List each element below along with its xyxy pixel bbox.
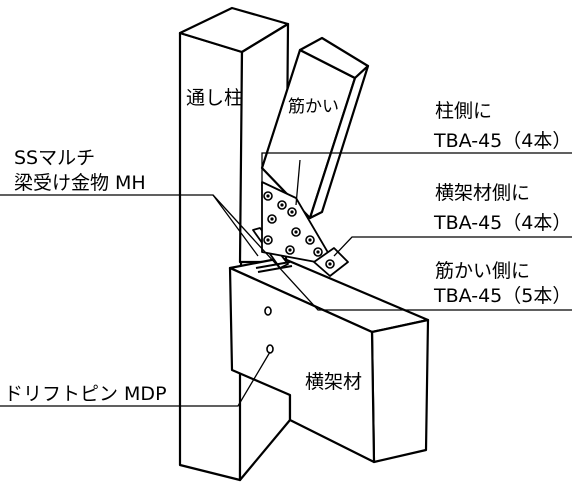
bracket-bolt-5-center: [290, 210, 294, 214]
bracket-bolt-1-center: [266, 194, 270, 198]
label-brace-side-1: 筋かい側に: [435, 260, 530, 282]
leader-post-side: [261, 152, 572, 186]
hanger-slot-line: [255, 261, 291, 269]
label-post-side-2: TBA-45（4本）: [433, 130, 571, 152]
leader-pin: [0, 351, 271, 407]
bracket-bolt-2-center: [270, 217, 274, 221]
bracket-bolt-3-center: [266, 238, 270, 242]
label-hanger-1: SSマルチ: [14, 147, 95, 169]
label-beam: 横架材: [305, 371, 362, 393]
bracket-bolt-10-center: [328, 262, 332, 266]
pin-hole-upper: [264, 306, 272, 316]
brace: [260, 36, 370, 220]
label-pin: ドリフトピン MDP: [4, 383, 167, 405]
bracket-bolt-9-center: [316, 250, 320, 254]
label-brace: 筋かい: [288, 97, 339, 117]
label-post-side-1: 柱側に: [435, 100, 492, 122]
bracket-bolt-8-center: [288, 248, 292, 252]
brace-side-face: [308, 64, 370, 220]
label-beam-side-1: 横架材側に: [435, 182, 530, 204]
brace-bracket: [261, 181, 349, 277]
bracket-bolt-6-center: [294, 230, 298, 234]
label-beam-side-2: TBA-45（4本）: [433, 212, 571, 234]
beam: [228, 256, 430, 464]
leader-brace-side: [295, 159, 301, 206]
label-hanger-2: 梁受け金物 MH: [14, 172, 146, 194]
leader-hanger-ext: [212, 194, 572, 311]
pin-hole-lower: [266, 344, 274, 354]
hanger-slot-line-2: [257, 265, 293, 273]
bracket-bolt-7-center: [308, 238, 312, 242]
beam-end-face: [370, 318, 430, 464]
leader-beam-side: [333, 236, 572, 257]
beam-side-face: [228, 266, 376, 464]
label-post: 通し柱: [186, 87, 243, 109]
bracket-bolt-4-center: [280, 203, 284, 207]
label-brace-side-2: TBA-45（5本）: [433, 285, 571, 307]
